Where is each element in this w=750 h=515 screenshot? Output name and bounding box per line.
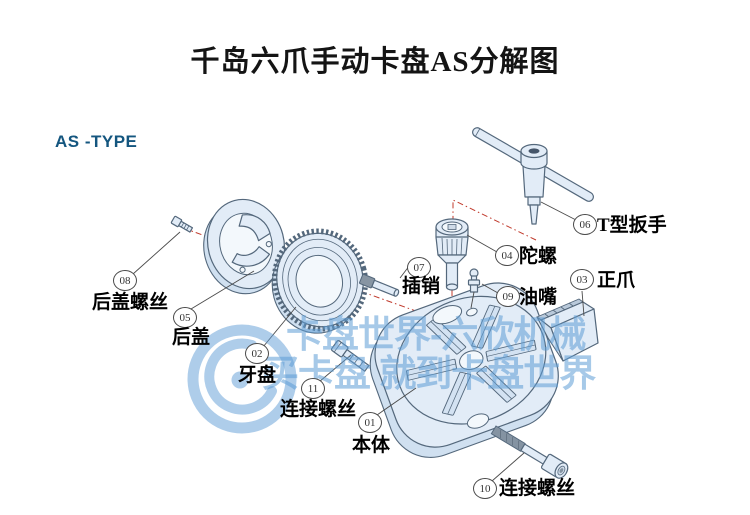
part-badge-05: 05 (173, 307, 197, 328)
connecting-screw-short-drawing (330, 339, 370, 372)
part-badge-02: 02 (245, 343, 269, 364)
back-cover-drawing (203, 198, 286, 295)
pin-drawing (359, 273, 400, 297)
oil-nozzle-drawing (467, 268, 481, 309)
back-cover-screw-drawing (170, 215, 194, 233)
part-label-07: 插销 (402, 276, 441, 297)
part-badge-06: 06 (573, 214, 597, 235)
type-label: AS -TYPE (55, 132, 138, 151)
pinion-drawing (435, 218, 469, 291)
part-badge-09: 09 (496, 286, 520, 307)
part-badge-10: 10 (473, 478, 497, 499)
t-wrench-drawing (472, 127, 594, 225)
part-label-06: T型扳手 (597, 215, 667, 236)
part-badge-08: 08 (113, 270, 137, 291)
part-label-05: 后盖 (172, 327, 211, 348)
part-label-02: 牙盘 (238, 365, 277, 386)
chuck-body-drawing (369, 282, 559, 458)
part-badge-11: 11 (301, 378, 325, 399)
part-label-01: 本体 (352, 435, 391, 456)
part-label-04: 陀螺 (519, 246, 558, 267)
part-label-11: 连接螺丝 (280, 399, 357, 420)
connecting-screw-long-drawing (490, 425, 569, 479)
part-badge-01: 01 (358, 412, 382, 433)
part-badge-03: 03 (570, 269, 594, 290)
jaw-drawing (536, 298, 599, 362)
part-badge-04: 04 (495, 245, 519, 266)
part-label-09: 油嘴 (519, 287, 558, 308)
part-label-08: 后盖螺丝 (92, 292, 169, 313)
part-badge-07: 07 (407, 257, 431, 278)
part-label-10: 连接螺丝 (499, 478, 576, 499)
page-title: 千岛六爪手动卡盘AS分解图 (190, 46, 560, 78)
part-label-03: 正爪 (597, 270, 636, 291)
